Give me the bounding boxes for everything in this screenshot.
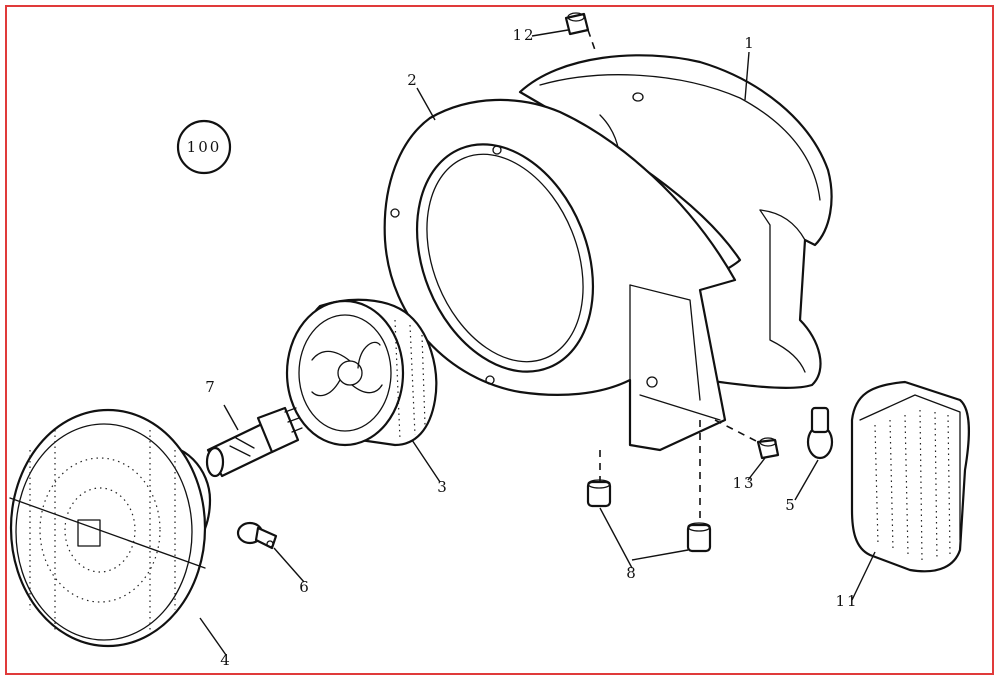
figure-reference: 100: [176, 119, 232, 175]
part-13-grommet: [756, 437, 780, 460]
leader-lines: [199, 29, 876, 656]
part-2-bezel: [383, 98, 737, 452]
callout-6: 6: [299, 578, 311, 596]
callout-11: 11: [835, 592, 858, 610]
part-5-side-bulb: [806, 406, 834, 460]
callout-labels: 12 1 2 3 7 4 6 8 13 5 11: [205, 26, 858, 669]
callout-7: 7: [205, 378, 217, 396]
callout-8: 8: [626, 564, 638, 582]
part-11-side-lamp: [850, 380, 971, 573]
callout-12: 12: [512, 26, 535, 44]
part-3-reflector: [285, 298, 438, 447]
part-12-grommet: [564, 12, 590, 36]
figure-reference-number: 100: [187, 138, 222, 156]
part-7-main-bulb: [205, 406, 303, 478]
callout-3: 3: [437, 478, 449, 496]
callout-5: 5: [785, 496, 797, 514]
callout-1: 1: [744, 34, 756, 52]
assembly-lines: [587, 29, 759, 525]
callout-2: 2: [407, 71, 419, 89]
part-8-bushings: [586, 479, 712, 553]
callout-13: 13: [732, 474, 755, 492]
part-4-headlamp-lens: [9, 408, 212, 648]
part-6-small-bulb: [236, 521, 278, 550]
callout-4: 4: [220, 651, 232, 669]
